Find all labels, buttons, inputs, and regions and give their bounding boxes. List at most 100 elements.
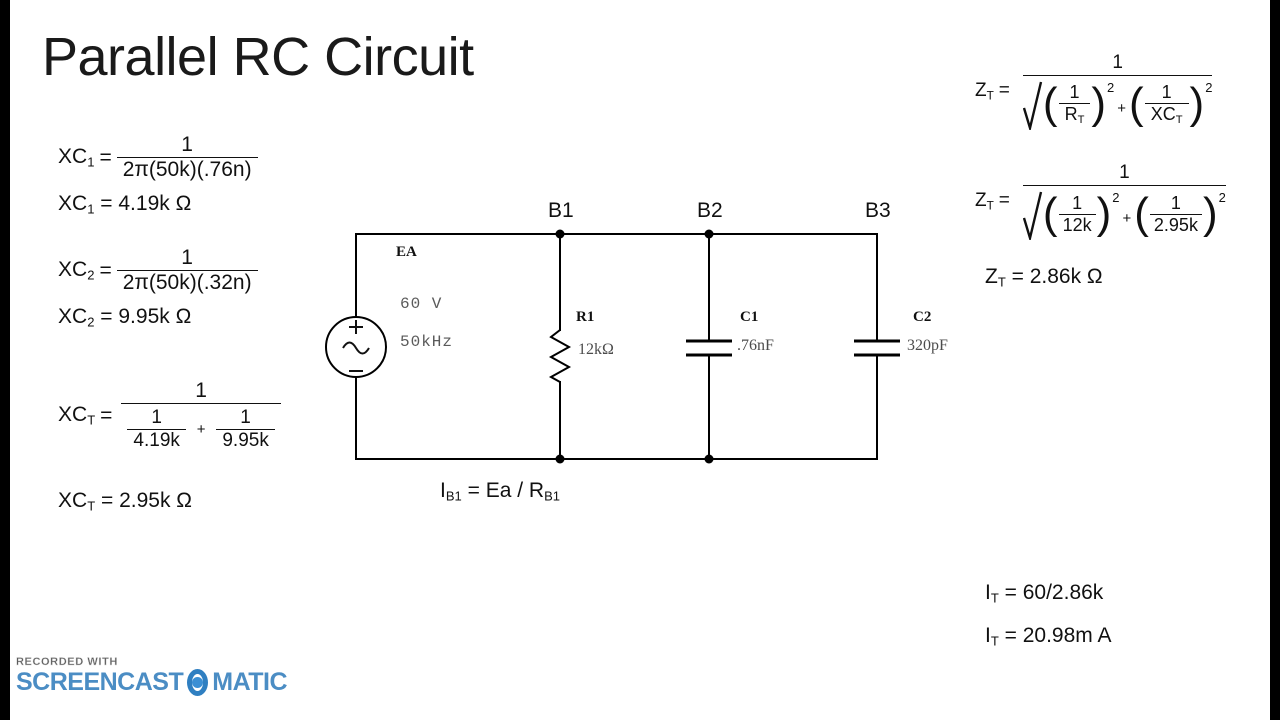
xc2-subscript: 2 bbox=[87, 267, 95, 283]
xc1-equals: = bbox=[99, 145, 112, 169]
xc2-symbol: XC bbox=[58, 258, 88, 282]
xc2-result-subscript: 2 bbox=[87, 314, 95, 330]
capacitor-c1-ref-label: C1 bbox=[740, 309, 759, 325]
zt-symbolic-term2-den-subscript: T bbox=[1175, 114, 1183, 127]
zt-symbolic-plus: + bbox=[1117, 99, 1127, 117]
watermark-brand: SCREENCAST MATIC bbox=[16, 668, 288, 697]
zt-result-value: = 2.86k Ω bbox=[1011, 265, 1103, 288]
xct-result-subscript: T bbox=[87, 498, 96, 514]
watermark: RECORDED WITH SCREENCAST MATIC bbox=[16, 656, 288, 712]
slide-canvas: Parallel RC Circuit XC1 = 1 2π(50k)(.76n… bbox=[10, 0, 1270, 720]
capacitor-c1-value-label: .76nF bbox=[737, 337, 774, 354]
zt-numeric-term2-numerator: 1 bbox=[1170, 192, 1181, 213]
it-line1-value: = 60/2.86k bbox=[1004, 581, 1104, 604]
paren-close-2: ) bbox=[1189, 79, 1205, 129]
paren-open-1: ( bbox=[1042, 79, 1058, 129]
zt-numeric-subscript: T bbox=[986, 199, 994, 213]
sqrt-icon bbox=[1022, 81, 1043, 130]
it-line2-symbol: I bbox=[985, 624, 991, 647]
junction-dot-b1-bottom bbox=[555, 454, 565, 464]
screencast-o-matic-ring-icon bbox=[187, 669, 209, 696]
xct-symbol: XC bbox=[58, 403, 88, 427]
capacitor-c1-symbol bbox=[686, 339, 732, 357]
zt-symbolic-term2-denominator: XC bbox=[1150, 103, 1176, 124]
resistor-r1-ref-label: R1 bbox=[576, 309, 595, 325]
xc1-result-symbol: XC bbox=[58, 192, 88, 215]
resistor-r1-value-label: 12kΩ bbox=[578, 341, 614, 358]
xc2-denominator: 2π(50k)(.32n) bbox=[116, 270, 258, 295]
xct-plus-operator: + bbox=[196, 421, 206, 438]
watermark-word-matic: MATIC bbox=[212, 668, 288, 696]
zt-result-symbol: Z bbox=[985, 265, 998, 288]
zt-numeric-term1-exponent: 2 bbox=[1112, 190, 1120, 205]
resistor-r1-symbol bbox=[548, 329, 572, 383]
sqrt-icon bbox=[1022, 191, 1043, 240]
zt-numeric-symbol: Z bbox=[975, 189, 987, 211]
capacitor-c2-value-label: 320pF bbox=[907, 337, 948, 354]
zt-numeric-term1-denominator: 12k bbox=[1058, 213, 1096, 236]
zt-numeric-term2-exponent: 2 bbox=[1218, 190, 1226, 205]
watermark-word-screencast: SCREENCAST bbox=[16, 668, 184, 696]
capacitor-c2-ref-label: C2 bbox=[913, 309, 932, 325]
xc1-denominator: 2π(50k)(.76n) bbox=[116, 157, 258, 182]
capacitor-c2-symbol bbox=[854, 339, 900, 357]
source-frequency-label: 50kHz bbox=[400, 333, 454, 351]
zt-result-subscript: T bbox=[997, 274, 1006, 290]
xct-subscript: T bbox=[87, 412, 96, 428]
paren-open-3: ( bbox=[1042, 189, 1058, 239]
zt-symbolic-term1-denominator: R bbox=[1064, 103, 1078, 124]
node-label-b3: B3 bbox=[865, 199, 891, 222]
zt-symbolic-term1-den-subscript: T bbox=[1077, 114, 1085, 127]
watermark-recorded-with: RECORDED WITH bbox=[16, 656, 118, 668]
paren-open-4: ( bbox=[1134, 189, 1149, 239]
formula-xct-result: XCT = 2.95k Ω bbox=[58, 489, 192, 514]
zt-symbolic-equals: = bbox=[998, 80, 1010, 101]
ib1-symbol: I bbox=[440, 479, 446, 502]
formula-xct: XCT = 1 1 4.19k + 1 9.95k bbox=[58, 379, 281, 452]
formula-xc2: XC2 = 1 2π(50k)(.32n) bbox=[58, 246, 258, 295]
page-title: Parallel RC Circuit bbox=[42, 27, 474, 87]
zt-numeric-numerator: 1 bbox=[1119, 162, 1130, 183]
ib1-expression: = Ea / R bbox=[467, 479, 545, 502]
it-line1-subscript: T bbox=[990, 590, 999, 606]
formula-xc1-result: XC1 = 4.19k Ω bbox=[58, 192, 191, 217]
xct-term2-denominator: 9.95k bbox=[216, 429, 275, 452]
paren-close-3: ) bbox=[1096, 189, 1112, 239]
ib1-expression-subscript: B1 bbox=[544, 488, 560, 504]
ib1-subscript: B1 bbox=[445, 488, 462, 504]
it-line2-value: = 20.98m A bbox=[1004, 624, 1112, 647]
formula-it-line1: IT = 60/2.86k bbox=[985, 581, 1103, 606]
xct-term1-numerator: 1 bbox=[151, 407, 162, 428]
zt-numeric-equals: = bbox=[998, 190, 1010, 211]
paren-close-1: ) bbox=[1091, 79, 1107, 129]
formula-zt-result: ZT = 2.86k Ω bbox=[985, 265, 1103, 290]
xct-equals: = bbox=[100, 403, 113, 427]
zt-symbolic-term2-numerator: 1 bbox=[1161, 81, 1172, 102]
zt-symbolic-term1-exponent: 2 bbox=[1107, 80, 1115, 95]
junction-dot-b1-top bbox=[555, 229, 565, 239]
source-plus-icon bbox=[349, 320, 363, 334]
xc1-numerator: 1 bbox=[181, 133, 193, 156]
xc1-symbol: XC bbox=[58, 145, 88, 169]
xc2-equals: = bbox=[99, 258, 112, 282]
zt-symbolic-symbol: Z bbox=[975, 79, 987, 101]
formula-zt-numeric: ZT = 1 ( 1 12k ) 2 + ( bbox=[975, 162, 1226, 240]
paren-close-4: ) bbox=[1202, 189, 1218, 239]
source-sine-icon bbox=[342, 341, 370, 355]
zt-numeric-term1-numerator: 1 bbox=[1072, 192, 1083, 213]
it-line1-symbol: I bbox=[985, 581, 991, 604]
node-label-b2: B2 bbox=[697, 199, 723, 222]
zt-numeric-term2-denominator: 2.95k bbox=[1149, 213, 1202, 236]
xc2-result-symbol: XC bbox=[58, 305, 88, 328]
junction-dot-b2-top bbox=[704, 229, 714, 239]
circuit-note-ib1: IB1 = Ea / RB1 bbox=[440, 479, 560, 504]
xct-term1-denominator: 4.19k bbox=[127, 429, 186, 452]
paren-open-2: ( bbox=[1129, 79, 1144, 129]
it-line2-subscript: T bbox=[990, 633, 999, 649]
circuit-diagram bbox=[325, 229, 900, 464]
xct-numerator: 1 bbox=[195, 379, 207, 402]
node-label-b1: B1 bbox=[548, 199, 574, 222]
formula-xc2-result: XC2 = 9.95k Ω bbox=[58, 305, 191, 330]
junction-dot-b2-bottom bbox=[704, 454, 714, 464]
zt-symbolic-subscript: T bbox=[986, 89, 994, 103]
